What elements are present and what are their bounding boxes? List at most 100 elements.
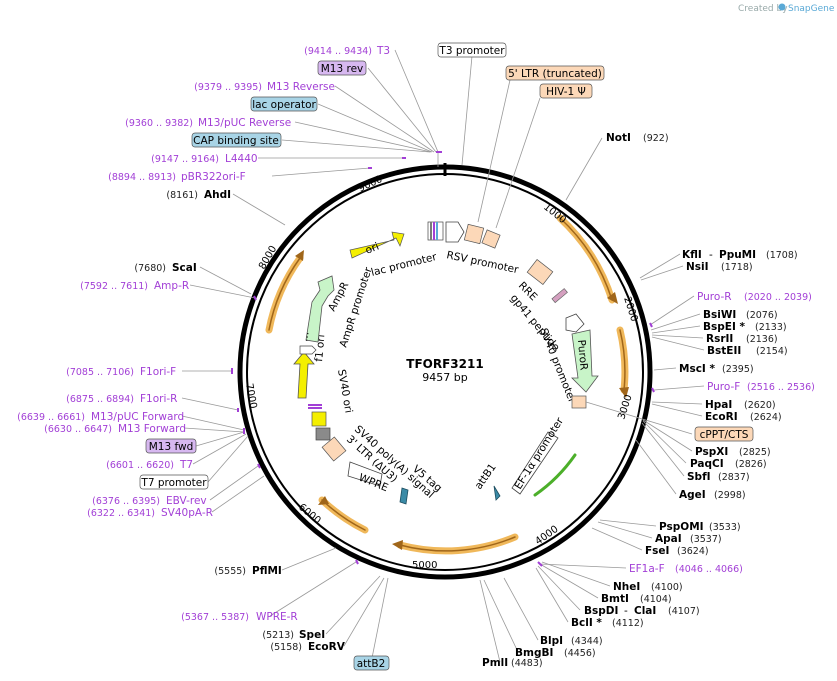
center-label: TFORF3211 9457 bp: [406, 357, 483, 384]
puro-f-pos: (2516 .. 2536): [747, 382, 815, 393]
site-kfli[interactable]: KflI: [682, 249, 702, 261]
site-nsii[interactable]: NsiI: [686, 261, 709, 273]
site-bcli[interactable]: BclI *: [571, 617, 602, 629]
cap-site-bar: [430, 222, 432, 240]
primer-puro-f[interactable]: Puro-F: [707, 381, 740, 393]
pspxi-pos: (2825): [739, 447, 771, 458]
site-pmli[interactable]: PmlI: [482, 657, 508, 669]
primer-puro-r[interactable]: Puro-R: [697, 291, 732, 303]
site-pspomi[interactable]: PspOMI: [659, 521, 704, 533]
cap-site-label: CAP binding site: [193, 135, 279, 147]
site-bmgbi[interactable]: BmgBI: [515, 647, 553, 659]
attb2-box[interactable]: [353, 655, 390, 671]
sv40pa-pos: (6322 .. 6341): [87, 508, 155, 519]
leader-pmli: [479, 579, 501, 663]
site-msci[interactable]: MscI *: [679, 363, 715, 375]
primer-f1ori-r[interactable]: F1ori-R: [140, 393, 177, 405]
leader-m13reverse: [334, 85, 435, 153]
hiv-psi-box[interactable]: [539, 83, 593, 99]
primer-l4440[interactable]: L4440: [225, 153, 258, 165]
site-pspxi[interactable]: PspXI: [695, 446, 728, 458]
primer-m13puc-forward[interactable]: M13/pUC Forward: [91, 411, 184, 423]
m13-fwd-box[interactable]: [145, 438, 197, 454]
ebv-pos: (6376 .. 6395): [92, 496, 160, 507]
primer-mark-ampr: [253, 295, 257, 301]
site-hpai[interactable]: HpaI: [705, 399, 732, 411]
primer-mark-purof: [651, 387, 655, 393]
primer-m13-forward[interactable]: M13 Forward: [118, 423, 186, 435]
site-pflmi[interactable]: PflMI: [252, 565, 282, 577]
lac-operator-box[interactable]: [250, 96, 318, 112]
primer-ef1a-f[interactable]: EF1a-F: [629, 563, 665, 575]
primer-amp-r[interactable]: Amp-R: [154, 280, 189, 292]
t7-promoter-box[interactable]: [139, 474, 209, 490]
snapgene-logo-icon: [778, 3, 786, 11]
site-ppumi[interactable]: PpuMI: [719, 249, 756, 261]
cppt-box[interactable]: [694, 426, 754, 442]
ori-label: ori: [364, 241, 381, 257]
ltr5-box[interactable]: [505, 65, 605, 81]
site-bmti[interactable]: BmtI: [601, 593, 629, 605]
site-spei[interactable]: SpeI: [299, 629, 325, 641]
site-blpi[interactable]: BlpI: [540, 635, 563, 647]
leader-wpre: [269, 561, 357, 617]
primer-wpre-r[interactable]: WPRE-R: [256, 611, 298, 623]
site-bsteii[interactable]: BstEII: [707, 345, 741, 357]
primer-pbr322ori-f[interactable]: pBR322ori-F: [181, 171, 246, 183]
wpre-r-pos: (5367 .. 5387): [181, 612, 249, 623]
leader-lines: [181, 49, 705, 663]
primer-ebv-rev[interactable]: EBV-rev: [166, 495, 207, 507]
site-bspei[interactable]: BspEI *: [703, 321, 746, 333]
primer-m13-reverse[interactable]: M13 Reverse: [267, 81, 335, 93]
site-ecorv[interactable]: EcoRV: [308, 641, 346, 653]
spei-pos: (5213): [262, 630, 294, 641]
m13puc-fwd-pos: (6639 .. 6661): [17, 412, 85, 423]
site-agei[interactable]: AgeI: [679, 489, 706, 501]
m13-rev-box[interactable]: [317, 60, 367, 76]
sv40-ori-label: SV40 ori: [335, 368, 354, 414]
cap-site-box[interactable]: [191, 132, 282, 148]
bmti-pos: (4104): [640, 594, 672, 605]
primer-mark-ebv: [257, 463, 261, 469]
t7-promoter-label: T7 promoter: [140, 477, 207, 489]
primer-f1ori-f[interactable]: F1ori-F: [140, 366, 176, 378]
primer-sv40pa-r[interactable]: SV40pA-R: [161, 507, 213, 519]
site-sbfi[interactable]: SbfI: [687, 471, 711, 483]
leader-sbfi: [641, 422, 685, 477]
leader-ampr: [189, 284, 256, 299]
orf-arrow-3: [392, 540, 403, 550]
attb2-label: attB2: [357, 658, 386, 670]
hpai-pos: (2620): [744, 400, 776, 411]
pmli-pos: (4483): [511, 658, 543, 669]
leader-bsiwi: [650, 313, 701, 331]
left-labels: (9414 .. 9434) T3 M13 rev (9379 .. 9395)…: [17, 45, 390, 671]
site-fsei[interactable]: FseI: [645, 545, 669, 557]
leader-m13rev: [367, 67, 437, 153]
l4440-pos: (9147 .. 9164): [151, 154, 219, 165]
leader-lacop: [317, 103, 433, 153]
leader-apai: [597, 521, 653, 539]
leader-t3prom: [461, 55, 473, 166]
site-paqci[interactable]: PaqCI: [690, 458, 724, 470]
site-nhei[interactable]: NheI: [613, 581, 640, 593]
t3-promoter-box[interactable]: [437, 42, 507, 58]
site-apai[interactable]: ApaI: [655, 533, 682, 545]
leader-hiv: [495, 97, 541, 229]
site-rsrii[interactable]: RsrII: [706, 333, 733, 345]
ecorv-pos: (5158): [270, 642, 302, 653]
kfli-pos: (1708): [766, 250, 798, 261]
rsrii-pos: (2136): [746, 334, 778, 345]
site-scai[interactable]: ScaI: [172, 262, 197, 274]
bsteii-pos: (2154): [756, 346, 788, 357]
primer-m13puc-reverse[interactable]: M13/pUC Reverse: [198, 117, 291, 129]
created-by-text: Created by: [738, 4, 788, 14]
primer-t7[interactable]: T7: [179, 459, 193, 471]
site-clai[interactable]: ClaI: [634, 605, 656, 617]
site-bspdi[interactable]: BspDI: [584, 605, 618, 617]
sv40-polya-label: SV40 poly(A) signal: [352, 423, 436, 501]
site-ahdi[interactable]: AhdI: [204, 189, 231, 201]
site-noti[interactable]: NotI: [606, 132, 631, 144]
primer-t3[interactable]: T3: [376, 45, 390, 57]
site-bsiwi[interactable]: BsiWI: [703, 309, 736, 321]
site-ecori[interactable]: EcoRI: [705, 411, 738, 423]
